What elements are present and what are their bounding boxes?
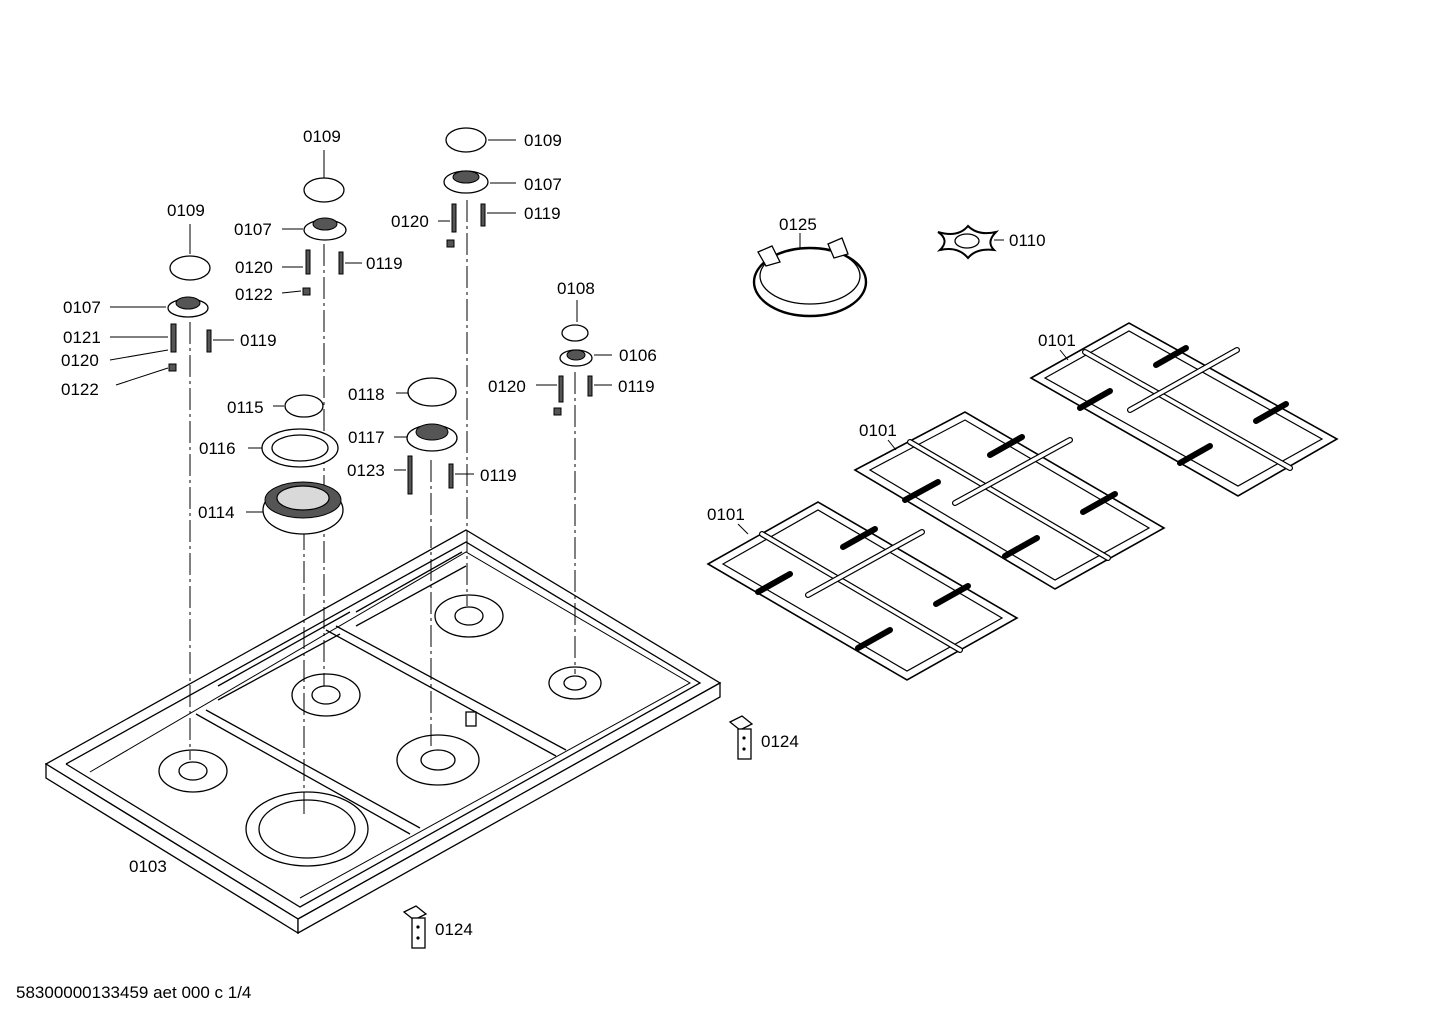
label-mid-clip[interactable]: 0122 [235,285,273,304]
injector-icon[interactable] [170,323,177,353]
label-wok-support-ring[interactable]: 0125 [779,215,817,234]
label-small-injector[interactable]: 0120 [488,377,526,396]
burner-cap-icon[interactable] [284,394,324,418]
burner-left [167,255,212,372]
label-grate-right[interactable]: 0101 [1038,331,1076,350]
burner-cap-icon[interactable] [407,377,457,407]
injector-icon[interactable] [558,375,564,403]
label-top-head[interactable]: 0107 [524,175,562,194]
spark-plug-icon[interactable] [587,375,593,397]
label-left-head[interactable]: 0107 [63,298,101,317]
label-hob[interactable]: 0103 [129,857,167,876]
label-mid-injector[interactable]: 0120 [235,258,273,277]
burner-cap-icon[interactable] [169,255,211,281]
document-code: 58300000133459 aet 000 c 1/4 [16,983,251,1002]
label-left-thermocouple[interactable]: 0121 [63,328,101,347]
label-small-head[interactable]: 0106 [619,346,657,365]
label-center-spark[interactable]: 0119 [480,466,517,485]
label-center-cap[interactable]: 0118 [348,385,385,404]
label-wok-crown[interactable]: 0114 [198,503,235,522]
label-small-cap[interactable]: 0108 [557,279,595,298]
label-top-injector[interactable]: 0120 [391,212,429,231]
label-bracket-bottom[interactable]: 0124 [435,920,473,939]
burner-small [553,324,593,416]
spark-plug-icon[interactable] [448,463,454,489]
label-mid-spark[interactable]: 0119 [366,254,403,273]
burner-cap-icon[interactable] [303,177,345,203]
label-mid-cap[interactable]: 0109 [303,127,341,146]
burner-cap-icon[interactable] [445,127,487,153]
label-left-clip[interactable]: 0122 [61,380,99,399]
label-wok-ring[interactable]: 0116 [199,439,236,458]
label-wok-cap[interactable]: 0115 [227,398,264,417]
pan-support-grate-icon[interactable] [1029,322,1339,497]
pan-support-grate-icon[interactable] [706,501,1019,681]
label-left-spark[interactable]: 0119 [240,331,277,350]
wok-ring-icon[interactable] [752,237,868,318]
injector-icon[interactable] [407,455,413,495]
spark-plug-icon[interactable] [480,203,486,227]
burner-cap-icon[interactable] [561,324,589,342]
label-top-spark[interactable]: 0119 [524,204,561,223]
label-grate-left[interactable]: 0101 [707,505,745,524]
hob-tray-icon[interactable] [44,529,722,935]
burner-wok [261,394,344,535]
part-labels: 0109 0107 0121 0120 0122 0119 0109 0107 … [16,127,1076,1002]
label-left-cap[interactable]: 0109 [167,201,205,220]
injector-icon[interactable] [451,203,457,233]
spark-plug-icon[interactable] [338,251,344,275]
pan-support-grate-icon[interactable] [853,411,1166,590]
spark-plug-icon[interactable] [206,329,212,353]
label-mid-head[interactable]: 0107 [234,220,272,239]
leader-lines [109,139,1069,535]
label-bracket-right[interactable]: 0124 [761,732,799,751]
mounting-bracket-icon[interactable] [728,715,754,760]
burner-center [406,377,458,495]
mounting-bracket-icon[interactable] [402,905,428,949]
label-left-injector[interactable]: 0120 [61,351,99,370]
burner-top [443,127,489,248]
label-center-head[interactable]: 0117 [348,428,385,447]
burner-mid [302,177,347,296]
label-small-spark[interactable]: 0119 [618,377,655,396]
label-grate-middle[interactable]: 0101 [859,421,897,440]
label-center-injector[interactable]: 0123 [347,461,385,480]
injector-icon[interactable] [305,249,311,275]
label-top-cap[interactable]: 0109 [524,131,562,150]
label-simmer-plate[interactable]: 0110 [1009,231,1046,250]
simmer-plate-icon[interactable] [936,224,1000,260]
